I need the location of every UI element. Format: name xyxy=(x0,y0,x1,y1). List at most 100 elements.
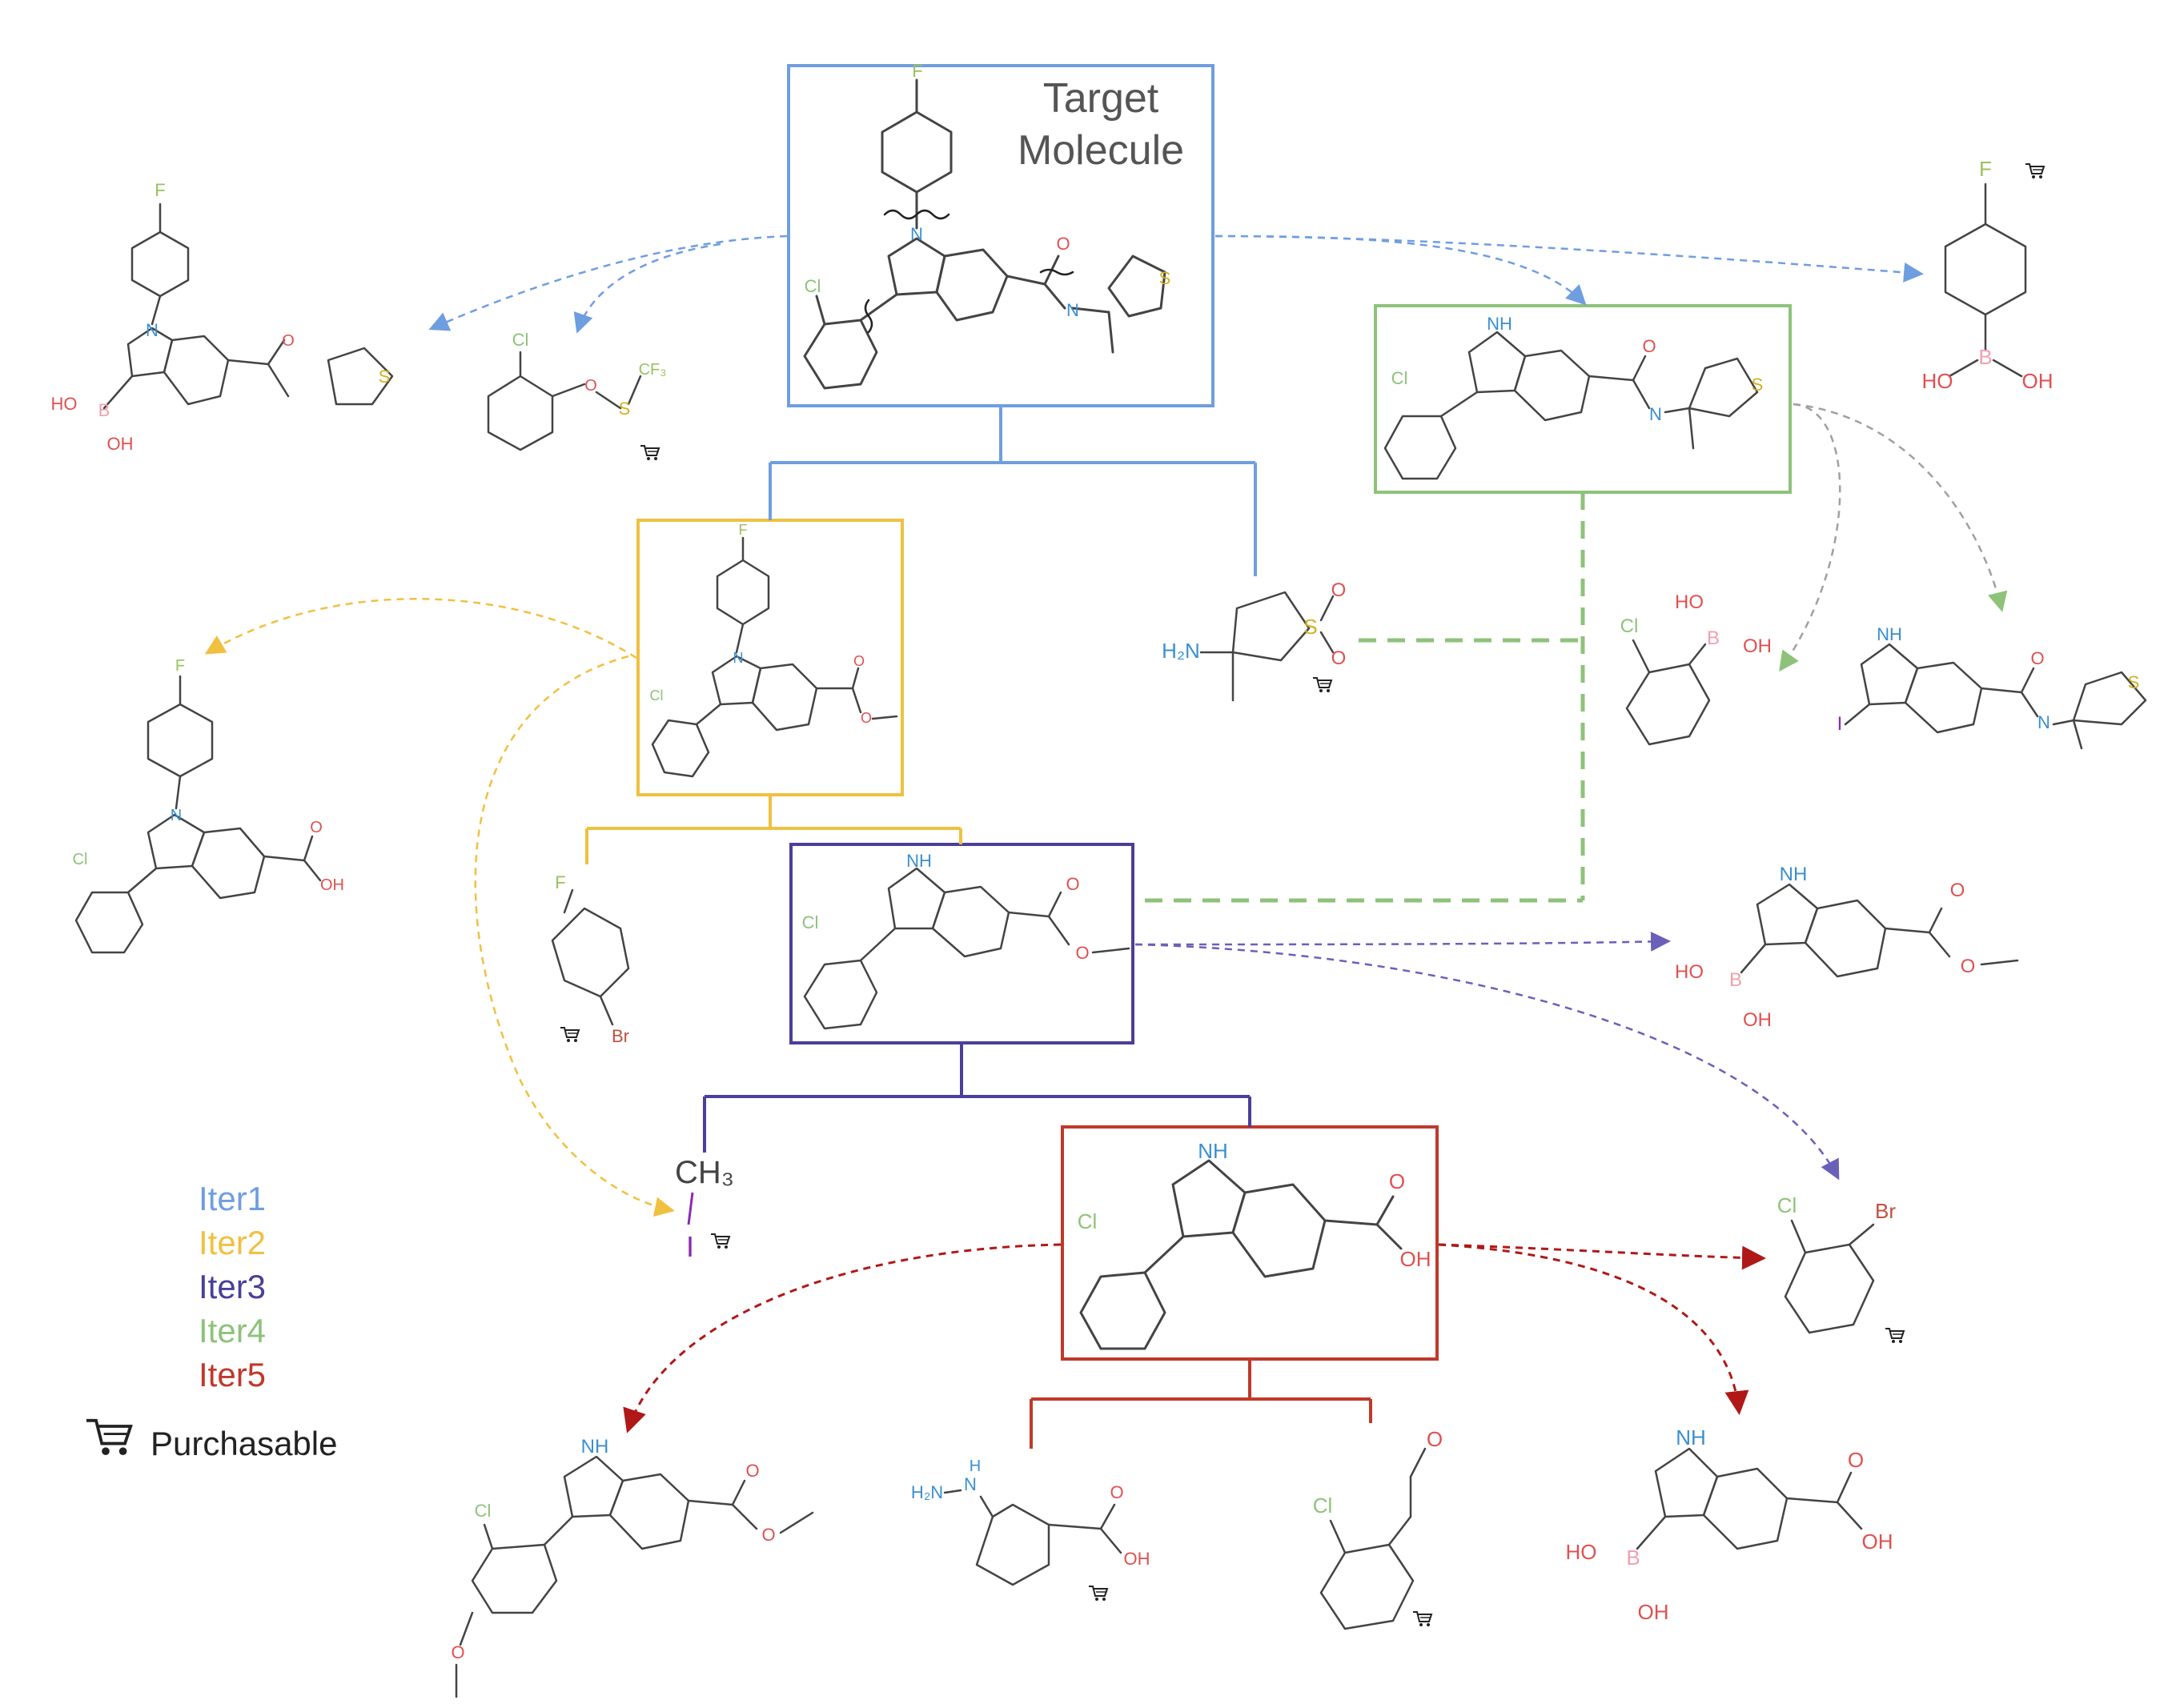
iter4-iodoindole-amide: NH O N S I xyxy=(1837,624,2147,750)
iter1-boronic-acid-indole: F N O S B HO OH xyxy=(51,180,394,454)
iter1-amine-sulfolane: H₂N S O O xyxy=(1162,579,1347,702)
cart-icon xyxy=(1312,677,1332,693)
iter5-hydrazine-H: H xyxy=(970,1457,981,1475)
iter5-aldehyde-O: O xyxy=(1427,1427,1443,1451)
iter4-intermediate-box[interactable] xyxy=(1374,304,1792,494)
iter3-intermediate-O2: O xyxy=(1075,943,1089,963)
iter3-bromo-Cl: Cl xyxy=(1777,1193,1797,1217)
cart-icon xyxy=(1412,1611,1432,1627)
target-atom-S: S xyxy=(1159,268,1171,288)
iter1-amine-S: S xyxy=(1303,615,1317,639)
iter2-disconnection-arrows xyxy=(204,597,675,1217)
iter4-tree-connector xyxy=(1145,492,1585,903)
iter5-ester-O2: O xyxy=(761,1525,775,1545)
iter3-ester-OH: OH xyxy=(1743,1009,1772,1031)
legend-iter2: Iter2 xyxy=(199,1224,266,1261)
iter5-boronic-OH2: OH xyxy=(1638,1600,1669,1624)
legend-iter5: Iter5 xyxy=(199,1356,266,1393)
iter4-iodo-O: O xyxy=(2030,648,2044,668)
iter1-product-S: S xyxy=(379,367,391,387)
iter1-boronic-HO: HO xyxy=(1922,369,1953,393)
iter5-ester-O1: O xyxy=(745,1461,759,1481)
iter2-acid-OH: OH xyxy=(320,876,344,894)
iter2-methyl-CH3: CH₃ xyxy=(675,1155,734,1190)
iter5-boronic-OH: OH xyxy=(1862,1530,1893,1554)
iter5-hydrazine-H2N: H₂N xyxy=(911,1482,943,1502)
iter2-bromofluorobenzene: F Br xyxy=(551,872,630,1046)
iter1-boronic-OH: OH xyxy=(2022,369,2054,393)
iter1-product-O: O xyxy=(282,332,295,350)
iter2-intermediate-structure: F N O O Cl xyxy=(650,522,898,778)
iter5-ester-Cl: Cl xyxy=(475,1501,492,1521)
iter4-iodo-N: N xyxy=(2037,712,2050,732)
iter1-fluorophenyl-boronic-acid: F B HO OH xyxy=(1922,157,2054,393)
iter1-boronic-F: F xyxy=(1979,157,1992,181)
cart-icon xyxy=(1885,1328,1905,1344)
iter5-intermediate-NH: NH xyxy=(1198,1139,1228,1163)
iter2-tree-connector xyxy=(585,795,962,864)
iter5-ester-O3: O xyxy=(451,1642,464,1662)
iter5-aldehyde-Cl: Cl xyxy=(1313,1493,1333,1518)
iter5-disconnection-arrows xyxy=(623,1243,1766,1433)
cart-icon xyxy=(560,1027,580,1043)
iter1-amine-O1: O xyxy=(1331,579,1347,601)
iter1-triflate-CF3: CF₃ xyxy=(639,361,667,379)
iter1-product-B: B xyxy=(98,400,110,420)
target-molecule-structure: F N O N S Cl xyxy=(803,61,1171,390)
iter3-intermediate-structure: NH O O Cl xyxy=(802,851,1130,1030)
iter5-boronic-HO: HO xyxy=(1566,1540,1597,1564)
iter5-boronic-indole-acid: NH O OH B HO OH xyxy=(1566,1425,1893,1624)
cart-icon xyxy=(1088,1586,1108,1602)
legend-iter1: Iter1 xyxy=(199,1180,266,1217)
iter2-methyl-I: I xyxy=(686,1230,694,1263)
iter1-product-F: F xyxy=(155,180,165,200)
iter5-intermediate-OH: OH xyxy=(1400,1247,1431,1271)
iter4-boronic-B: B xyxy=(1707,627,1720,649)
iter3-ester-HO: HO xyxy=(1675,961,1704,983)
iter3-intermediate-Cl: Cl xyxy=(802,912,819,932)
iter5-hydrazine-O: O xyxy=(1110,1482,1123,1502)
iter1-tree-connector xyxy=(769,406,1257,576)
iter4-iodo-S: S xyxy=(2128,672,2140,692)
target-title-line1: Target xyxy=(1043,75,1159,122)
iter2-intermediate-O1: O xyxy=(853,653,865,669)
target-atom-O: O xyxy=(1056,234,1070,254)
target-title-line2: Molecule xyxy=(1018,127,1184,174)
iter4-boronic-HO: HO xyxy=(1675,591,1704,613)
legend: Iter1 Iter2 Iter3 Iter4 Iter5 Purchasabl… xyxy=(86,1180,337,1462)
iter2-methyl-iodide: CH₃ I xyxy=(675,1155,734,1263)
legend-cart-icon xyxy=(86,1418,133,1455)
iter3-ester-O1: O xyxy=(1950,880,1965,901)
iter5-tree-connector xyxy=(1030,1359,1372,1449)
iter2-intermediate-Cl: Cl xyxy=(650,688,664,704)
iter5-methoxy-indole-ester: NH O O Cl O xyxy=(451,1436,814,1698)
iter5-intermediate-Cl: Cl xyxy=(1078,1209,1098,1233)
iter2-bromo-Br: Br xyxy=(612,1026,629,1046)
legend-purchasable: Purchasable xyxy=(151,1425,337,1462)
iter5-hydrazine-OH: OH xyxy=(1124,1549,1150,1569)
iter5-boronic-O: O xyxy=(1848,1448,1864,1472)
iter5-intermediate-box[interactable] xyxy=(1061,1125,1439,1361)
cart-icon xyxy=(710,1233,730,1249)
iter1-triflate-S: S xyxy=(619,399,631,419)
cart-icon xyxy=(2025,163,2045,179)
iter5-intermediate-O: O xyxy=(1389,1169,1405,1193)
iter4-disconnection-arrows xyxy=(1779,403,2008,672)
legend-iter4: Iter4 xyxy=(199,1312,266,1349)
iter2-intermediate-F: F xyxy=(739,522,748,538)
iter5-ester-NH: NH xyxy=(581,1436,609,1457)
target-atom-NH: N xyxy=(1066,300,1079,320)
iter5-boronic-B: B xyxy=(1626,1546,1640,1570)
iter3-ester-NH: NH xyxy=(1780,864,1808,885)
iter1-triflate-O: O xyxy=(584,377,597,395)
iter5-hydrazinyl-benzoic-acid: H₂N N H O OH xyxy=(911,1457,1150,1602)
iter3-disconnection-arrows xyxy=(1134,931,1840,1181)
iter1-boronic-B: B xyxy=(1978,345,1992,369)
iter4-chlorophenyl-boronic-acid: Cl B HO OH xyxy=(1620,591,1772,746)
iter2-acid-F: F xyxy=(175,657,185,675)
iter1-disconnection-arrows xyxy=(428,235,1924,334)
legend-iter3: Iter3 xyxy=(199,1268,266,1305)
iter4-intermediate-structure: NH O N S Cl xyxy=(1383,314,1763,480)
iter3-tree-connector xyxy=(703,1043,1251,1153)
target-atom-Cl: Cl xyxy=(805,276,821,296)
